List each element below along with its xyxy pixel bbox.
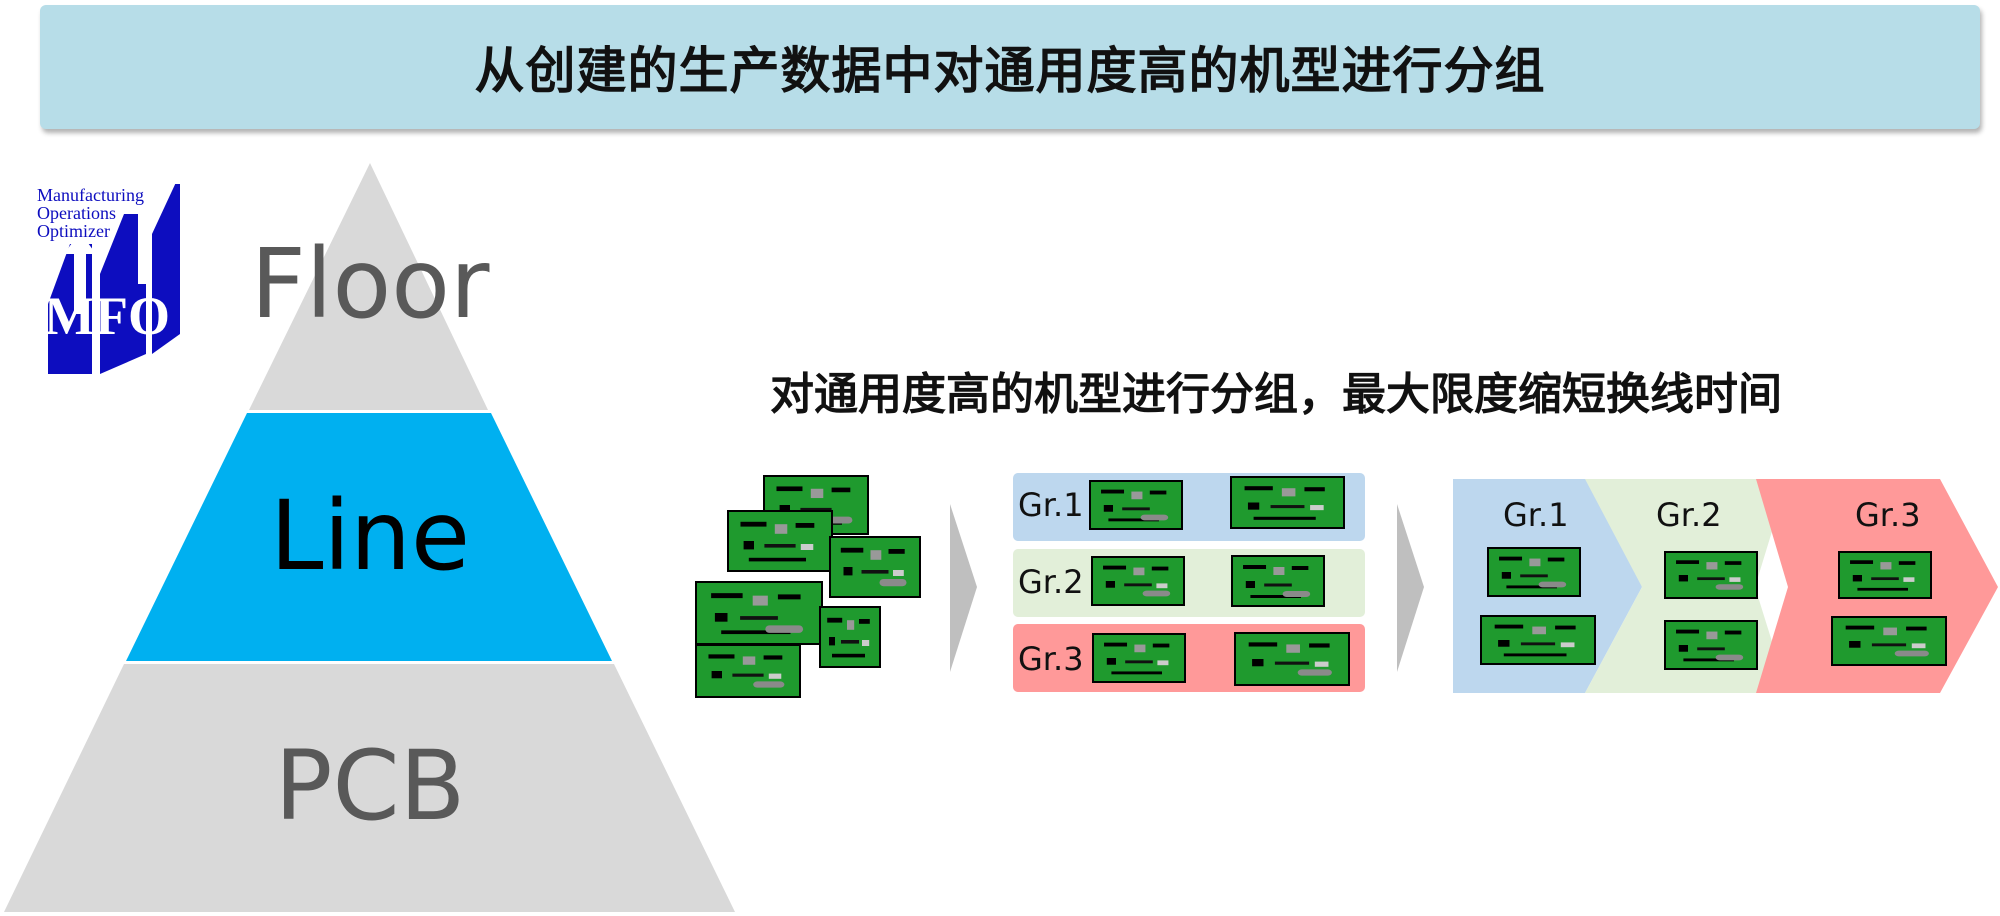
subtitle: 对通用度高的机型进行分组，最大限度缩短换线时间 [770, 369, 1782, 420]
tier-label-line: Line [269, 480, 471, 592]
pcb-board-thumbnail [1664, 620, 1758, 670]
pcb-board-thumbnail [1480, 615, 1596, 665]
pcb-board-thumbnail [1831, 616, 1947, 666]
pcb-board-thumbnail [727, 510, 833, 572]
pcb-board-thumbnail [1234, 632, 1350, 686]
pcb-board-thumbnail [1092, 633, 1186, 683]
pcb-board-thumbnail [819, 606, 881, 668]
pcb-board-thumbnail [695, 644, 801, 698]
pyramid-tier-floor [249, 163, 488, 410]
pcb-board-thumbnail [1089, 480, 1183, 530]
pcb-board-thumbnail [1838, 551, 1932, 599]
pcb-board-thumbnail [1487, 547, 1581, 597]
logo-line-3: Optimizer [37, 221, 110, 241]
pcb-board-thumbnail [695, 581, 823, 645]
logo-mark: MFO [44, 286, 170, 346]
flow-label-1: Gr.1 [1503, 496, 1569, 534]
pcb-board-thumbnail [829, 536, 921, 598]
logo-line-2: Operations [37, 203, 116, 223]
group-label-1: Gr.1 [1018, 486, 1084, 524]
pyramid-tier-pcb [4, 664, 735, 912]
flow-label-2: Gr.2 [1656, 496, 1722, 534]
pcb-board-thumbnail [1091, 556, 1185, 606]
pcb-board-thumbnail [1664, 551, 1758, 599]
tier-label-pcb: PCB [274, 730, 466, 842]
title-banner: 从创建的生产数据中对通用度高的机型进行分组 [40, 5, 1980, 129]
pyramid-tier-line [126, 413, 612, 661]
arrow-right-icon [950, 504, 977, 672]
logo-line-1: Manufacturing [37, 185, 144, 205]
page-title: 从创建的生产数据中对通用度高的机型进行分组 [474, 42, 1546, 100]
flow-label-3: Gr.3 [1855, 496, 1921, 534]
pcb-board-layer [695, 475, 1947, 698]
group-label-2: Gr.2 [1018, 563, 1084, 601]
arrow-right-icon [1397, 504, 1424, 672]
pyramid-diagram [4, 163, 735, 912]
tier-label-floor: Floor [250, 228, 490, 340]
pcb-board-thumbnail [1231, 555, 1325, 607]
pcb-board-thumbnail [1230, 476, 1345, 529]
group-label-3: Gr.3 [1018, 640, 1084, 678]
mfo-logo: MFO [44, 184, 180, 374]
